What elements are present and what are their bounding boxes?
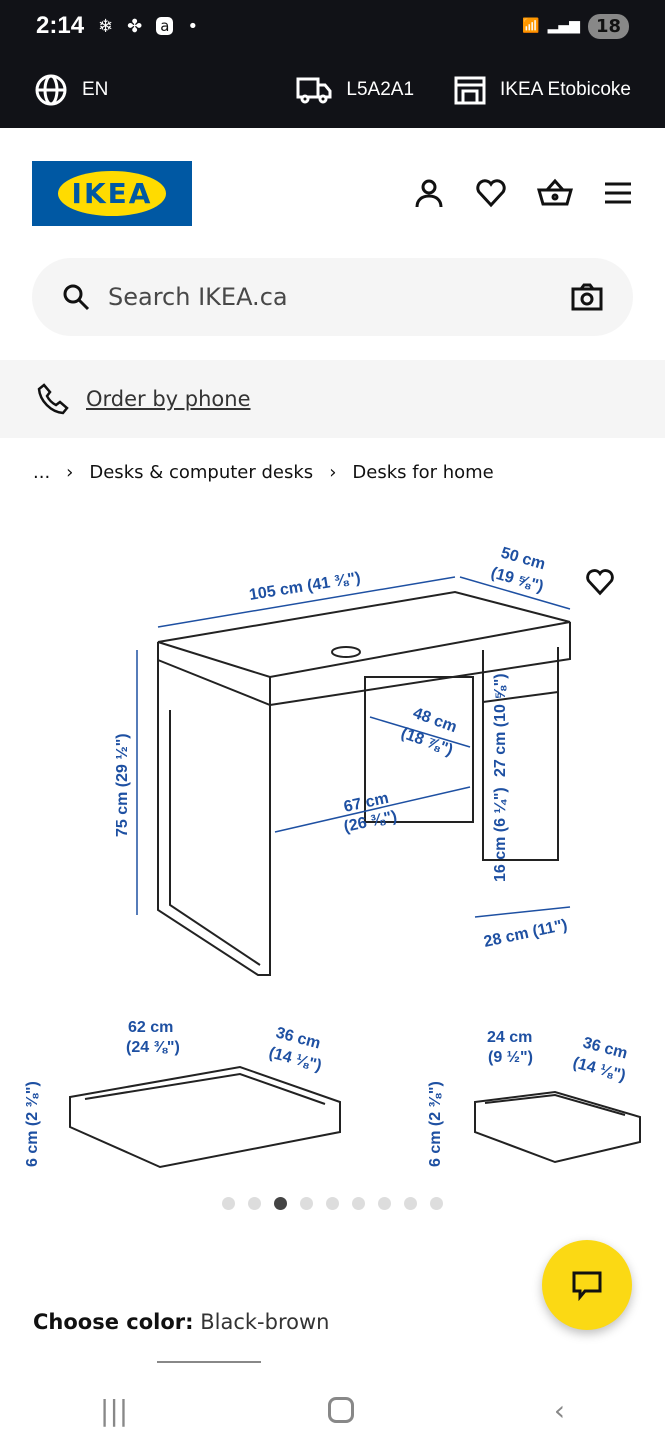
carousel-dot[interactable] [274, 1197, 287, 1210]
order-by-phone-bar: Order by phone [0, 360, 665, 438]
carousel-dot[interactable] [222, 1197, 235, 1210]
product-image-carousel[interactable]: 105 cm (41 ⅜") 50 cm (19 ⅝") 75 cm (29 ½… [0, 507, 665, 1197]
order-by-phone-link[interactable]: Order by phone [86, 387, 251, 411]
search-placeholder: Search IKEA.ca [108, 283, 288, 311]
dim-height: 75 cm (29 ½") [114, 733, 131, 837]
chat-icon [572, 1271, 602, 1301]
globe-icon [35, 74, 67, 106]
carousel-dot[interactable] [378, 1197, 391, 1210]
carousel-dot[interactable] [248, 1197, 261, 1210]
camera-search-icon[interactable] [571, 283, 603, 311]
chat-button[interactable] [542, 1240, 632, 1330]
status-time: 2:14 [36, 12, 85, 39]
language-label: EN [82, 79, 109, 100]
logo-text: IKEA [57, 170, 167, 216]
store-label: IKEA Etobicoke [500, 79, 631, 100]
carousel-dot[interactable] [430, 1197, 443, 1210]
dim-cabinet-width: 28 cm (11") [482, 917, 569, 951]
search-icon [63, 284, 90, 311]
site-header: IKEA [0, 128, 665, 258]
signal-icon: ▂▄▆ [547, 18, 580, 34]
fan-icon: ✤ [127, 15, 143, 37]
snowflake-icon: ❄ [98, 15, 114, 37]
chevron-right-icon: › [66, 462, 74, 483]
breadcrumb-desks[interactable]: Desks & computer desks [89, 462, 314, 483]
dim-shelf-height: 27 cm (10 ⅝") [492, 673, 509, 777]
carousel-dot[interactable] [300, 1197, 313, 1210]
breadcrumb-desks-for-home[interactable]: Desks for home [352, 462, 494, 483]
drawer1-width: 62 cm [128, 1019, 173, 1036]
breadcrumb-ellipsis[interactable]: ... [33, 462, 51, 483]
carousel-dot[interactable] [326, 1197, 339, 1210]
cart-icon[interactable] [537, 177, 573, 209]
wifi-icon: 📶 [522, 18, 540, 34]
favorite-product-icon[interactable] [585, 567, 615, 597]
recent-apps-icon[interactable]: ||| [99, 1393, 129, 1427]
app-icon: a [156, 17, 174, 35]
dot-icon: • [187, 15, 199, 37]
battery-indicator: 18 [587, 13, 629, 39]
top-bar: EN L5A2A1 IKEA Etobicoke [0, 52, 665, 128]
drawer1-height: 6 cm (2 ⅜") [24, 1081, 41, 1167]
store-selector[interactable]: IKEA Etobicoke [454, 75, 631, 105]
store-icon [454, 76, 486, 105]
account-icon[interactable] [413, 177, 445, 209]
divider [157, 1361, 261, 1363]
dim-shelf-height-2: 16 cm (6 ¼") [492, 787, 509, 882]
chevron-right-icon: › [329, 462, 337, 483]
drawer2-width: 24 cm [487, 1029, 532, 1046]
search-input[interactable]: Search IKEA.ca [32, 258, 633, 336]
drawer2-width-in: (9 ½") [488, 1049, 533, 1066]
drawer1-width-in: (24 ⅜") [126, 1039, 180, 1056]
color-label: Choose color: [33, 1310, 194, 1334]
postal-code-label: L5A2A1 [346, 79, 415, 100]
language-selector[interactable]: EN [34, 73, 108, 107]
carousel-dot[interactable] [404, 1197, 417, 1210]
favorites-icon[interactable] [475, 177, 507, 209]
menu-icon[interactable] [603, 181, 633, 205]
postal-code-selector[interactable]: L5A2A1 [296, 75, 414, 105]
phone-icon [37, 383, 69, 415]
ikea-logo[interactable]: IKEA [32, 160, 192, 226]
system-nav-bar: ||| ‹ [0, 1380, 665, 1440]
dim-width: 105 cm (41 ⅜") [248, 570, 362, 604]
home-icon[interactable] [328, 1397, 355, 1423]
color-chooser[interactable]: Choose color: Black-brown [33, 1310, 329, 1334]
carousel-dots [0, 1197, 665, 1210]
back-icon[interactable]: ‹ [553, 1393, 566, 1427]
carousel-dot[interactable] [352, 1197, 365, 1210]
truck-icon [296, 77, 332, 104]
product-dimensions-image: 105 cm (41 ⅜") 50 cm (19 ⅝") 75 cm (29 ½… [24, 545, 641, 1169]
status-bar: 2:14 ❄ ✤ a • 📶 ▂▄▆ 18 [0, 0, 665, 52]
drawer2-height: 6 cm (2 ⅜") [427, 1081, 444, 1167]
color-value: Black-brown [200, 1310, 330, 1334]
breadcrumb: ... › Desks & computer desks › Desks for h… [0, 438, 665, 507]
